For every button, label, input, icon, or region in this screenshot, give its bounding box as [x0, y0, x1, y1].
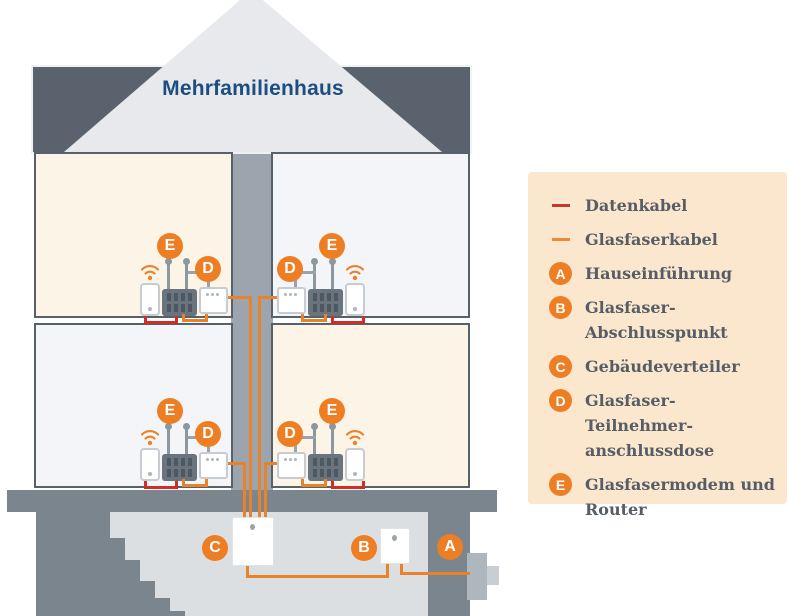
badge-c: C: [202, 535, 228, 561]
fiber-riser-bottom-left: [243, 462, 246, 517]
router-antenna: [165, 258, 172, 289]
legend-item-gebaeudeverteiler: C Gebäudeverteiler: [549, 354, 775, 379]
house-entry-duct: [467, 553, 487, 600]
router-antenna: [329, 258, 336, 289]
apartment-equipment-bottom-right: E D: [277, 397, 371, 489]
router-device: [308, 289, 343, 316]
apartment-equipment-top-left: E D: [138, 232, 232, 324]
router-antenna: [311, 258, 318, 289]
fiber-branch-top-right: [258, 296, 277, 299]
router-grille: [313, 293, 338, 312]
fiber-termination-box: [380, 528, 410, 564]
fiber-cable-loop: [301, 314, 327, 322]
fiber-cable-b-to-entry: [400, 562, 470, 575]
data-cable-loop: [331, 481, 365, 489]
badge-a: A: [437, 534, 463, 560]
distributor-led: [250, 524, 255, 530]
router-antenna: [183, 258, 190, 289]
router-device: [162, 289, 197, 316]
router-antenna: [183, 423, 190, 454]
wifi-icon: [345, 430, 365, 446]
fiber-outlet-device: [199, 452, 228, 479]
router-device: [308, 454, 343, 481]
phone-device: [140, 283, 160, 316]
router-antenna: [165, 423, 172, 454]
phone-device: [345, 283, 365, 316]
data-cable-loop: [144, 316, 178, 324]
fiber-outlet-device: [277, 287, 306, 314]
wifi-icon: [140, 430, 160, 446]
fiber-cable-loop: [301, 479, 327, 487]
router-grille: [167, 293, 192, 312]
fiber-cable-swatch: [552, 238, 570, 241]
basement-stair-step: [155, 598, 170, 616]
legend-item-anschlussdose: D Glasfaser-Teilnehmer- anschlussdose: [549, 388, 775, 463]
router-antenna: [311, 423, 318, 454]
phone-device: [140, 448, 160, 481]
badge-b: B: [351, 535, 377, 561]
data-cable-loop: [331, 316, 365, 324]
legend-badge-c: C: [549, 355, 572, 378]
data-cable-swatch: [552, 204, 570, 207]
legend-item-modem-router: E Glasfasermodem und Router: [549, 472, 775, 522]
legend-badge-b: B: [549, 296, 572, 319]
basement-stair-step: [125, 560, 140, 616]
fiber-cable-loop: [182, 479, 208, 487]
router-antenna: [329, 423, 336, 454]
termination-led: [392, 535, 397, 541]
phone-device: [345, 448, 365, 481]
apartment-equipment-bottom-left: E D: [138, 397, 232, 489]
router-device: [162, 454, 197, 481]
utility-shaft: [231, 152, 273, 490]
fiber-outlet-device: [199, 287, 228, 314]
fiber-branch-bottom-left: [228, 462, 246, 465]
badge-d: D: [195, 256, 221, 282]
legend-item-glasfaserkabel: Glasfaserkabel: [549, 227, 775, 252]
badge-e: E: [319, 398, 345, 424]
legend-badge-a: A: [549, 262, 572, 285]
basement-right-wall: [428, 512, 470, 616]
fiber-riser-bottom-right: [264, 462, 267, 517]
legend-item-datenkabel: Datenkabel: [549, 193, 775, 218]
router-outlet-link: [294, 271, 316, 274]
legend-badge-e: E: [549, 473, 572, 496]
ground-slab: [7, 490, 497, 512]
fiber-cable-c-to-b: [246, 564, 389, 578]
legend-panel: Datenkabel Glasfaserkabel A Hauseinführu…: [528, 172, 787, 519]
data-cable-loop: [144, 481, 178, 489]
fiber-cable-loop: [182, 314, 208, 322]
basement-left-wall: [36, 512, 110, 616]
fiber-branch-bottom-right: [264, 462, 280, 465]
fiber-outlet-device: [277, 452, 306, 479]
house-title: Mehrfamilienhaus: [162, 77, 344, 100]
wifi-icon: [345, 265, 365, 281]
basement-stair-step: [110, 538, 125, 616]
badge-e: E: [157, 233, 183, 259]
badge-d: D: [277, 256, 303, 282]
basement-stair-step: [140, 581, 155, 616]
router-outlet-link: [294, 436, 316, 439]
badge-d: D: [277, 421, 303, 447]
legend-item-hauseinfuehrung: A Hauseinführung: [549, 261, 775, 286]
router-grille: [313, 458, 338, 477]
wifi-icon: [140, 265, 160, 281]
badge-e: E: [157, 398, 183, 424]
basement-stair-step: [170, 611, 185, 616]
legend-item-abschlusspunkt: B Glasfaser- Abschlusspunkt: [549, 295, 775, 345]
badge-d: D: [195, 421, 221, 447]
fiber-branch-top-left: [228, 296, 252, 299]
legend-badge-d: D: [549, 389, 572, 412]
fiber-riser-top-right: [258, 296, 261, 517]
house-entry-duct-end: [487, 566, 499, 585]
apartment-equipment-top-right: E D: [277, 232, 371, 324]
fiber-riser-top-left: [249, 296, 252, 517]
router-grille: [167, 458, 192, 477]
badge-e: E: [319, 233, 345, 259]
